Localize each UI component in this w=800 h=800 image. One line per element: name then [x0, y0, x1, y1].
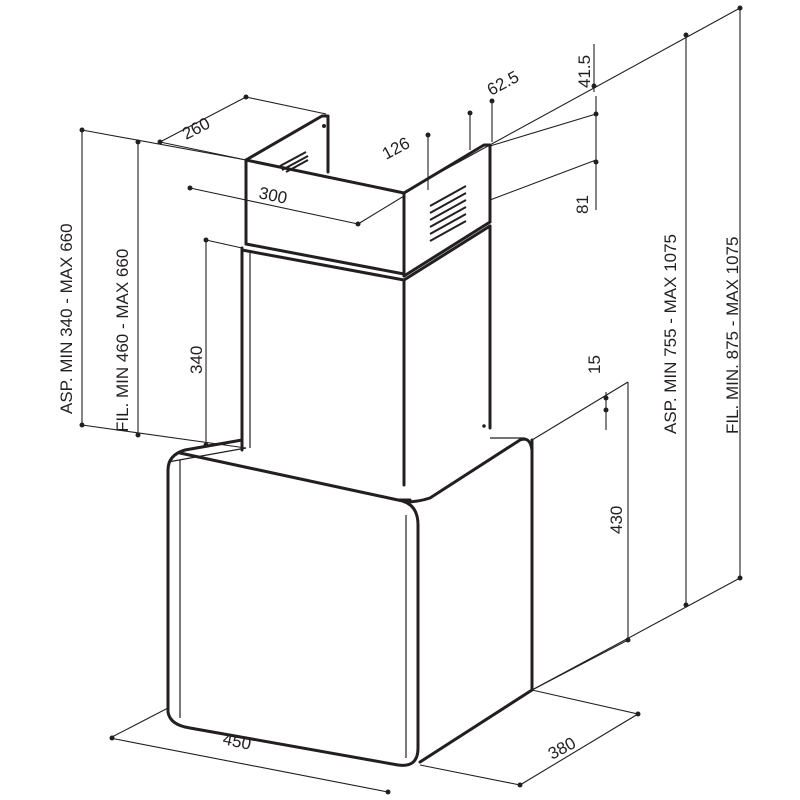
label-62-5: 62.5 [484, 67, 522, 99]
label-300: 300 [257, 183, 289, 207]
label-430: 430 [607, 506, 626, 534]
chimney-upper [244, 114, 492, 278]
label-fil-left: FIL. MIN 460 - MAX 660 [113, 249, 132, 432]
label-380: 380 [545, 733, 579, 763]
label-260: 260 [179, 114, 213, 144]
label-asp-left: ASP. MIN 340 - MAX 660 [57, 223, 76, 414]
label-41-5: 41.5 [575, 55, 594, 88]
hood-body [166, 437, 534, 767]
side-grille-icon [429, 185, 467, 242]
back-grille-icon [279, 151, 309, 173]
label-15: 15 [585, 355, 604, 374]
label-asp-right: ASP. MIN 755 - MAX 1075 [661, 234, 680, 434]
dimension-labels: 260 300 126 62.5 41.5 81 340 15 430 450 … [57, 55, 742, 764]
label-340: 340 [187, 346, 206, 374]
label-126: 126 [379, 133, 413, 163]
label-450: 450 [221, 729, 253, 753]
dimension-lines [79, 5, 743, 795]
label-81: 81 [573, 195, 592, 214]
label-fil-right: FIL. MIN. 875 - MAX 1075 [723, 237, 742, 434]
chimney-lower [240, 224, 492, 487]
